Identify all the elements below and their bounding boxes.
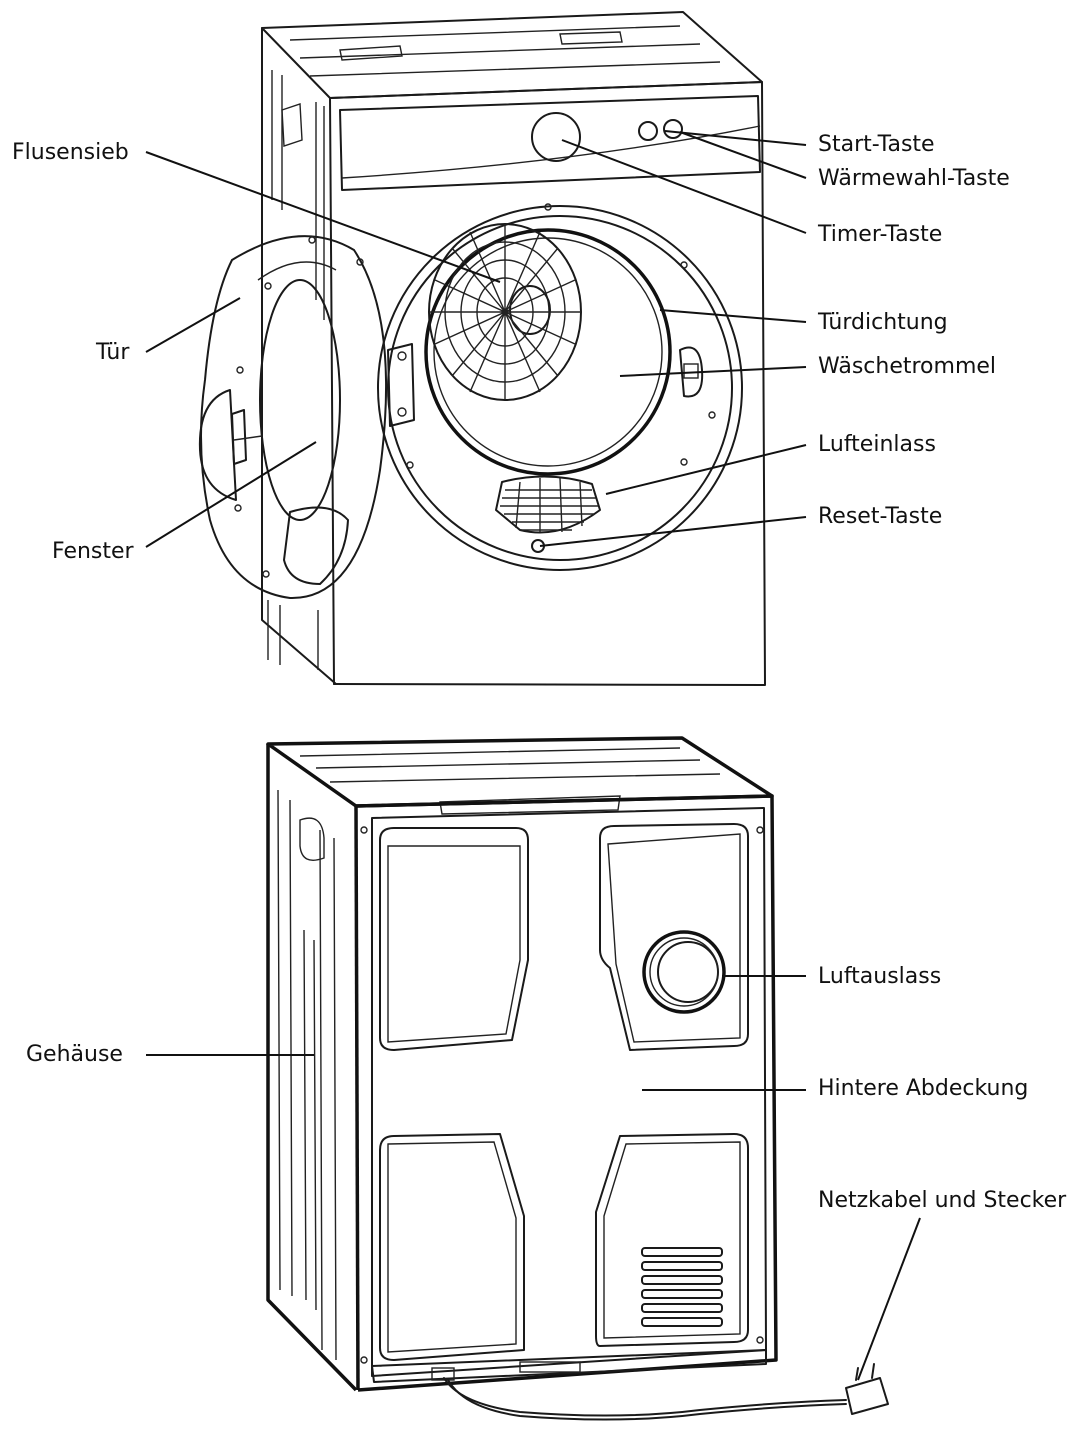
leader-start-taste [664,130,807,146]
label-timer-button: Timer-Taste [818,222,943,247]
label-housing: Gehäuse [26,1042,123,1067]
label-power-cord: Netzkabel und Stecker [818,1188,1067,1213]
leader-timer-taste [561,139,807,234]
label-heat-select-button: Wärmewahl-Taste [818,166,1010,191]
air-inlet-grille [495,475,601,534]
label-start-button: Start-Taste [818,132,935,157]
leader-reset-taste [539,516,807,547]
label-rear-cover: Hintere Abdeckung [818,1076,1029,1101]
leader-lines [145,130,921,1381]
rear-dryer-body [266,736,778,1392]
label-window: Fenster [52,539,134,564]
label-lint-filter: Flusensieb [12,140,129,165]
power-cord-and-plug [443,1363,889,1421]
open-door [198,235,388,600]
air-outlet-ring [642,930,726,1014]
leader-fenster [145,441,317,548]
leader-lufteinlass [605,444,807,495]
label-air-outlet: Luftauslass [818,964,942,989]
label-air-inlet: Lufteinlass [818,432,936,457]
label-door: Tür [96,340,130,365]
leader-tuer [145,297,241,353]
lint-filter-grid [428,223,582,401]
front-dryer-body [261,11,766,686]
leader-flusensieb [145,151,501,283]
label-reset-button: Reset-Taste [818,504,943,529]
leader-tuerdichtung [659,309,807,323]
leader-waeschetrommel [619,366,807,377]
rear-vent-slots [641,1247,723,1327]
leader-waermewahl-taste [679,131,807,179]
label-drum: Wäschetrommel [818,354,997,379]
drum-opening [377,203,743,571]
label-door-seal: Türdichtung [818,310,948,335]
leader-netzkabel [857,1217,921,1381]
